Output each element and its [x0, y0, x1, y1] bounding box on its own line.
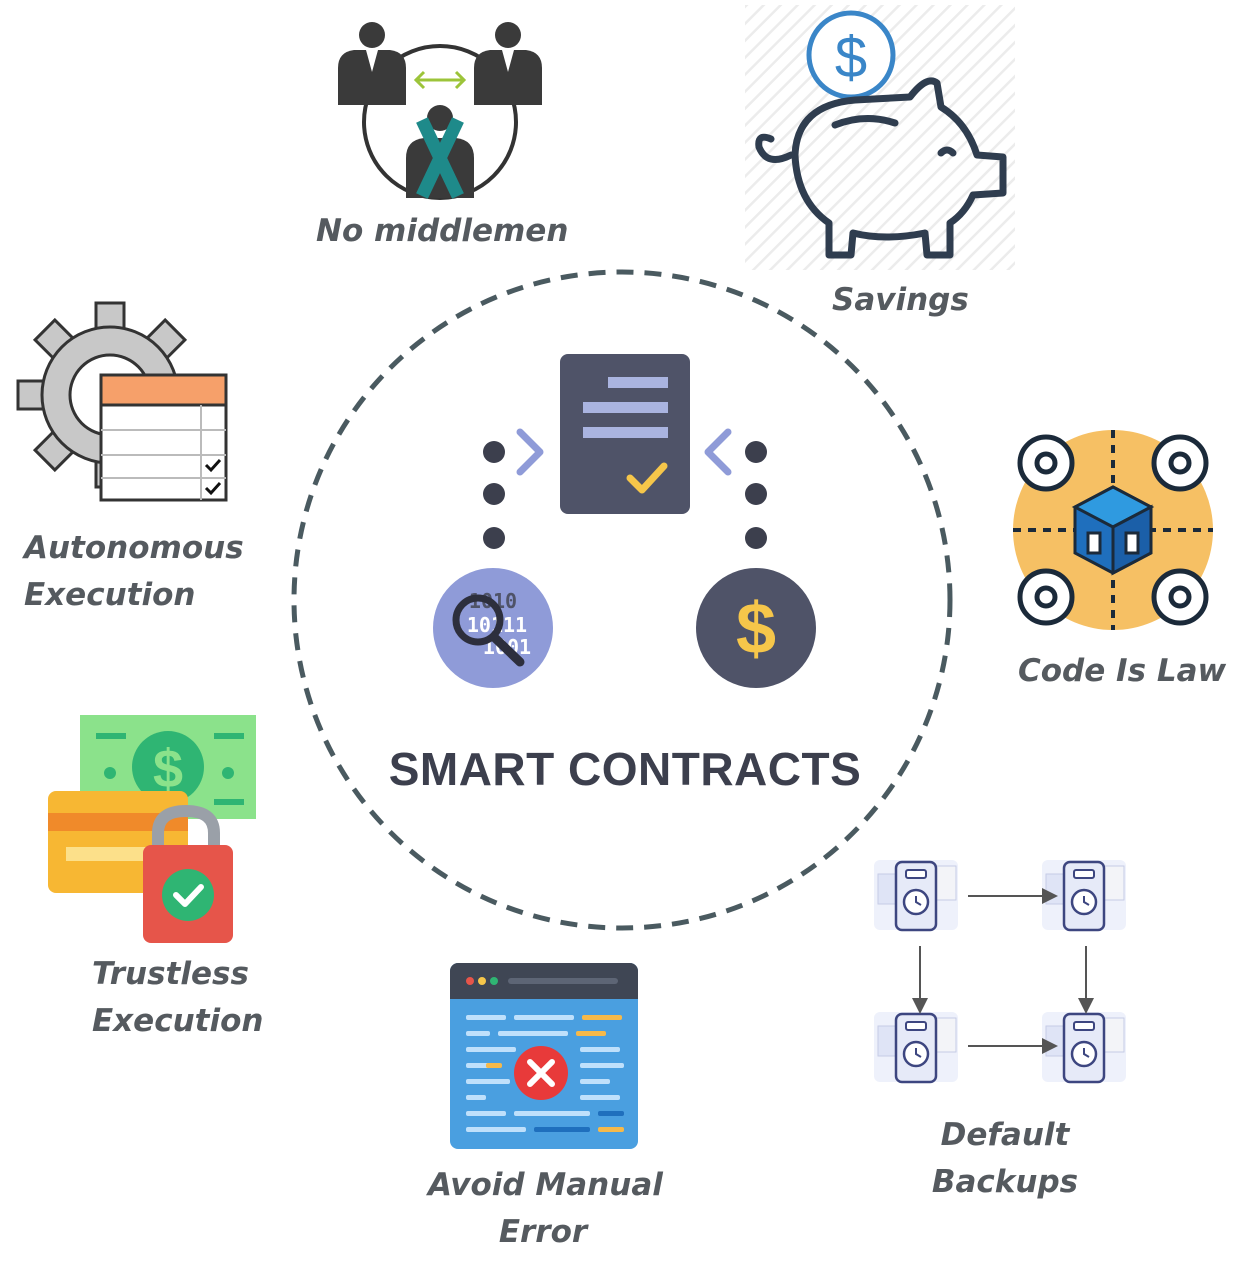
binary-search-icon: 1010 10111 1001 [433, 568, 553, 688]
piggy-bank-icon: $ [745, 5, 1015, 270]
label-savings: Savings [832, 282, 969, 318]
secure-payment-icon: $ [48, 715, 256, 943]
dollar-coin-icon: $ [696, 568, 816, 688]
document-icon [560, 354, 690, 514]
label-avoid-manual-error: Avoid Manual Error [428, 1167, 663, 1250]
label-autonomous-execution: Autonomous Execution [24, 530, 244, 613]
label-no-middlemen: No middlemen [316, 213, 569, 249]
people-handshake-icon [338, 22, 542, 200]
code-error-icon [450, 963, 638, 1149]
center-title: SMART CONTRACTS [388, 743, 862, 795]
label-code-is-law: Code Is Law [1018, 653, 1227, 689]
dashed-circle [291, 269, 953, 931]
label-default-backups: Default Backups [931, 1117, 1079, 1200]
cube-gears-icon [1013, 430, 1213, 630]
backup-drives-icon [872, 858, 1128, 1084]
svg-text:$: $ [153, 739, 183, 799]
label-trustless-execution: Trustless Execution [92, 956, 264, 1039]
gear-checklist-icon [16, 301, 228, 502]
left-connector-icon [483, 428, 544, 549]
right-connector-icon [704, 428, 767, 549]
svg-text:$: $ [835, 25, 867, 90]
dollar-symbol: $ [736, 589, 776, 669]
